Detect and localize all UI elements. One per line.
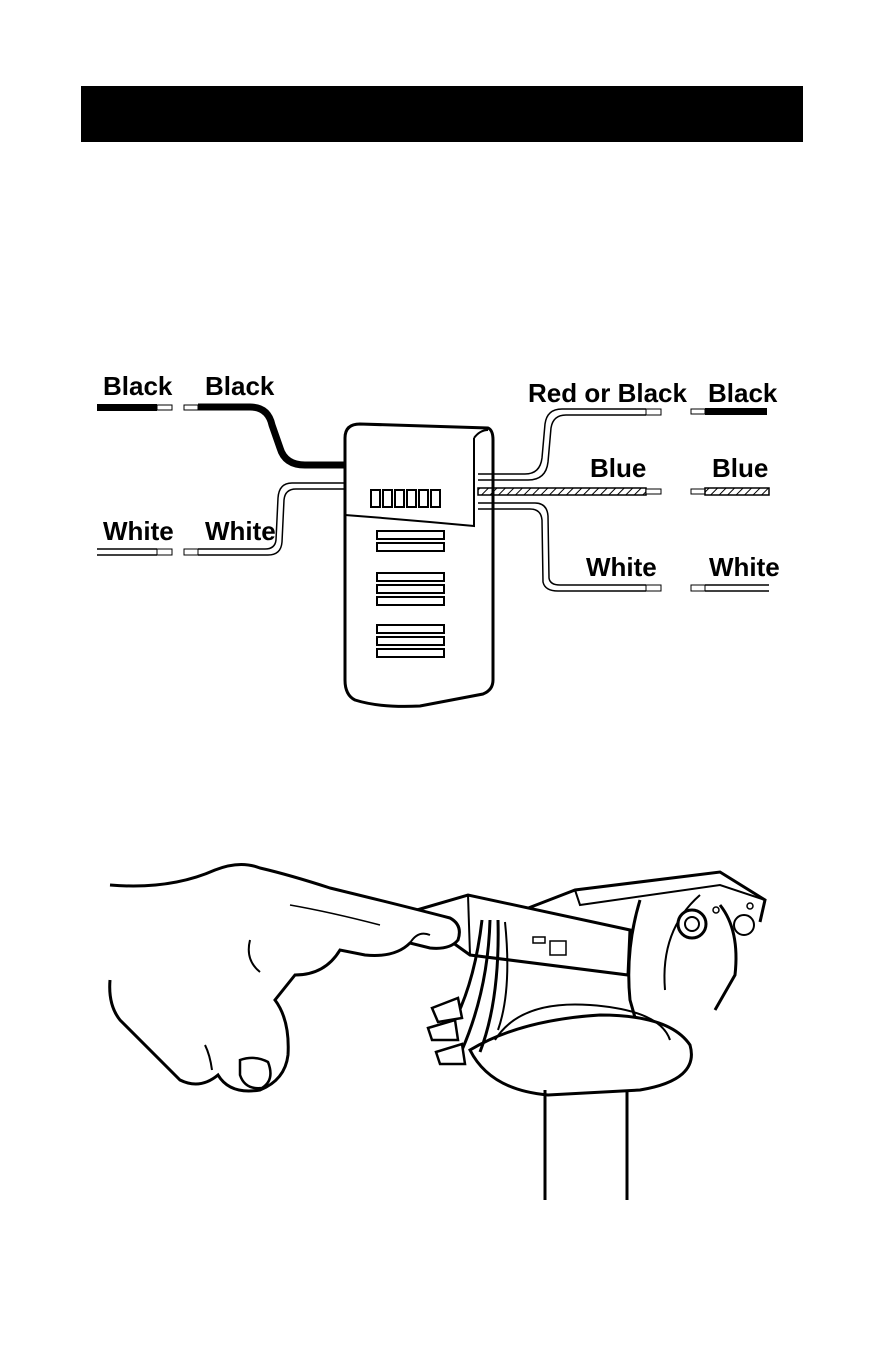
hand-icon: [110, 864, 460, 1091]
receiver-black-wire: [184, 405, 345, 465]
supply-white-wire: [97, 549, 172, 555]
downrod: [545, 1090, 627, 1200]
supply-black-wire: [97, 404, 172, 411]
label-receiver-black: Black: [205, 371, 275, 401]
label-supply-white: White: [103, 516, 174, 546]
label-fan-black: Black: [708, 378, 778, 408]
label-fan-blue: Blue: [712, 453, 768, 483]
canopy-housing: [470, 1004, 691, 1095]
receiver-blue-wire: [478, 488, 661, 495]
fan-blue-wire: [691, 488, 769, 495]
fan-white-wire: [691, 585, 769, 591]
label-fan-white: White: [709, 552, 780, 582]
vent-slots: [377, 531, 444, 657]
label-receiver-white: White: [205, 516, 276, 546]
label-receiver-red-or-black: Red or Black: [528, 378, 687, 408]
fan-black-wire: [691, 408, 767, 415]
installation-illustration: [110, 864, 765, 1200]
label-receiver-blue: Blue: [590, 453, 646, 483]
receiver-module: [345, 424, 493, 706]
label-supply-black: Black: [103, 371, 173, 401]
label-receiver-white-out: White: [586, 552, 657, 582]
